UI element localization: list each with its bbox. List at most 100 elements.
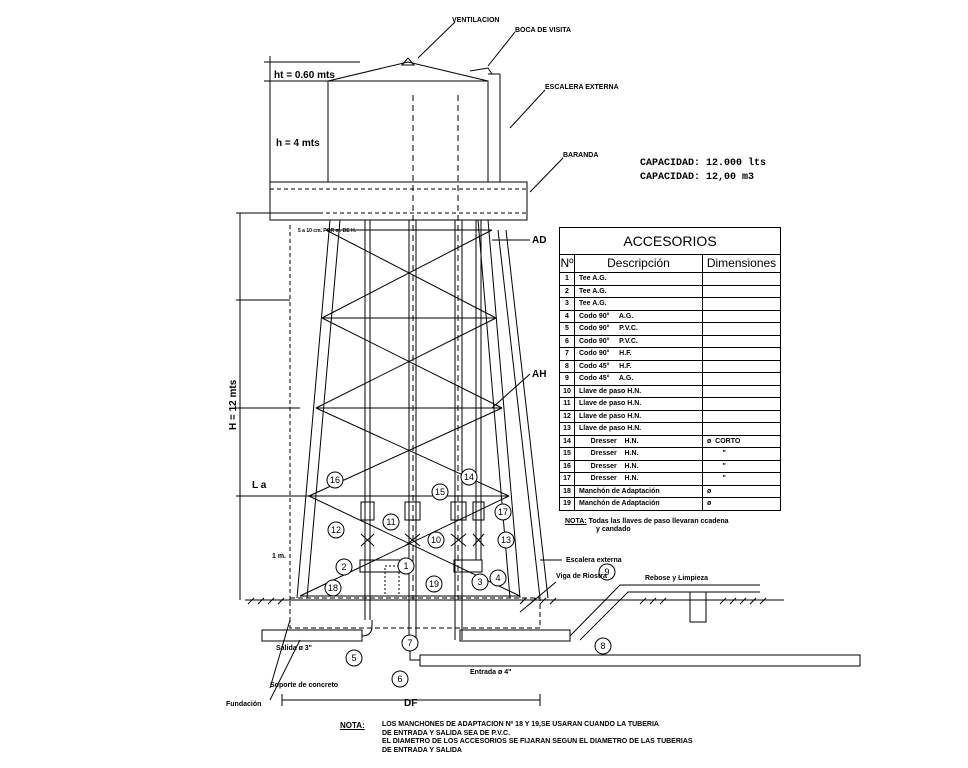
label-salida: Salida ø 3" (276, 645, 312, 652)
cell-n: 4 (559, 309, 575, 323)
callout-19 (425, 575, 443, 593)
callout-number: 17 (498, 507, 508, 517)
callout-number: 16 (330, 475, 340, 485)
callout-6 (391, 670, 409, 688)
cell-desc: Codo 90° P.V.C. (574, 322, 703, 336)
callout-number: 11 (386, 517, 395, 527)
callout-9 (598, 563, 616, 581)
capacity-line-1: CAPACIDAD: 12.000 lts (640, 158, 767, 169)
cell-desc: Codo 90° A.G. (574, 309, 703, 323)
cell-dim: " (702, 472, 781, 486)
cell-dim (702, 359, 781, 373)
cell-desc: Manchón de Adaptación (574, 484, 703, 498)
cell-desc: Llave de paso H.N. (574, 384, 703, 398)
callout-number: 2 (341, 562, 346, 572)
callout-13 (497, 531, 515, 549)
cell-n: 18 (559, 484, 575, 498)
cell-n: 5 (559, 322, 575, 336)
cell-desc: Codo 90° P.V.C. (574, 334, 703, 348)
cell-dim: ø (702, 484, 781, 498)
nota-side-key: NOTA: (565, 518, 587, 525)
cell-dim: ø CORTO (702, 434, 781, 448)
cell-dim (702, 347, 781, 361)
label-ventilacion: VENTILACION (452, 17, 499, 24)
cell-n: 14 (559, 434, 575, 448)
cell-n: 7 (559, 347, 575, 361)
callout-15 (431, 483, 449, 501)
callout-17 (494, 503, 512, 521)
cell-n: 12 (559, 409, 575, 423)
table-row: 16 Dresser H.N. " (559, 459, 781, 473)
cell-desc: Llave de paso H.N. (574, 422, 703, 436)
nota-bottom-key: NOTA: (340, 721, 365, 730)
right-leg (487, 219, 521, 599)
label-dim-small: 5 a 10 cm. POR m. DE H. (298, 228, 357, 234)
callout-number: 6 (397, 674, 402, 684)
callout-7 (401, 634, 419, 652)
col-desc: Descripción (574, 254, 703, 273)
callout-16 (326, 471, 344, 489)
cell-desc: Dresser H.N. (574, 447, 703, 461)
callout-10 (427, 531, 445, 549)
nota-bottom-line2: DE ENTRADA Y SALIDA SEA DE P.V.C. (381, 729, 511, 737)
label-La: L a (252, 480, 267, 491)
table-row: 14 Dresser H.N.ø CORTO (559, 434, 781, 448)
concrete-support (384, 565, 400, 597)
cell-dim (702, 422, 781, 436)
cell-desc: Codo 45° A.G. (574, 372, 703, 386)
label-boca-de-visita: BOCA DE VISITA (515, 27, 571, 34)
cell-desc: Tee A.G. (574, 284, 703, 298)
callout-number: 14 (464, 472, 474, 482)
cell-desc: Llave de paso H.N. (574, 409, 703, 423)
cell-desc: Codo 45° H.F. (574, 359, 703, 373)
cell-dim: " (702, 459, 781, 473)
baranda-platform (269, 181, 528, 221)
cell-n: 15 (559, 447, 575, 461)
label-DF: DF (404, 698, 417, 709)
cell-desc: Dresser H.N. (574, 472, 703, 486)
callout-4 (489, 569, 507, 587)
callout-8 (594, 637, 612, 655)
label-H: H = 12 mts (228, 379, 239, 430)
ventilation-cap (400, 57, 416, 66)
nota-bottom-line4: DE ENTRADA Y SALIDA (381, 746, 462, 754)
label-entrada: Entrada ø 4" (470, 669, 511, 676)
callout-1 (397, 557, 415, 575)
nota-bottom-line1: LOS MANCHONES DE ADAPTACION Nº 18 Y 19,S… (381, 721, 659, 728)
callout-number: 10 (431, 535, 441, 545)
callout-number: 7 (407, 638, 412, 648)
label-rebose: Rebose y Limpieza (645, 575, 708, 582)
nota-bottom-line3: EL DIAMETRO DE LOS ACCESORIOS SE FIJARAN… (381, 738, 693, 745)
cell-n: 8 (559, 359, 575, 373)
table-row: 17 Dresser H.N. " (559, 472, 781, 486)
callout-12 (327, 521, 345, 539)
callout-number: 15 (435, 487, 445, 497)
callout-number: 4 (495, 573, 500, 583)
boca-de-visita (469, 67, 493, 75)
cell-n: 9 (559, 372, 575, 386)
label-ht: ht = 0.60 mts (274, 70, 335, 81)
nota-side-line1: Todas las llaves de paso llevaran ccaden… (588, 518, 729, 525)
callout-3 (471, 573, 489, 591)
cell-dim (702, 334, 781, 348)
cell-dim (702, 397, 781, 411)
cell-dim (702, 322, 781, 336)
label-baranda: BARANDA (563, 152, 598, 159)
label-viga-de-riostra: Viga de Riostra (556, 573, 607, 580)
label-escalera-externa-top: ESCALERA EXTERNA (545, 84, 619, 91)
cell-n: 17 (559, 472, 575, 486)
cell-dim: ø (702, 497, 781, 511)
